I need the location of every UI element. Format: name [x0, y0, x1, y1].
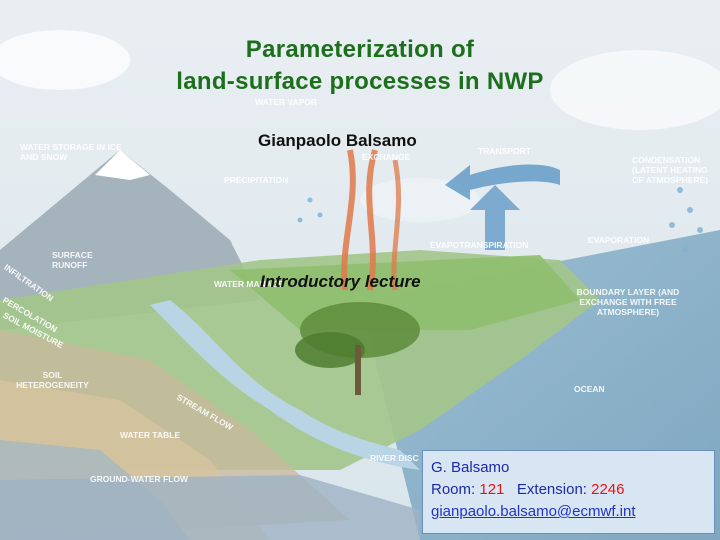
label-condensation: CONDENSATION (LATENT HEATING OF ATMOSPHE…	[632, 155, 709, 185]
title-line-2: land-surface processes in NWP	[176, 68, 544, 95]
label-river-discharge: RIVER DISC	[370, 453, 419, 463]
lecture-subtitle: Introductory lecture	[260, 272, 421, 291]
author-name: Gianpaolo Balsamo	[258, 131, 417, 150]
label-water-vapor: WATER VAPOR	[255, 97, 318, 107]
label-precipitation: PRECIPITATION	[224, 175, 289, 185]
label-groundwater-flow: GROUND-WATER FLOW	[90, 474, 189, 484]
extension-label: Extension:	[516, 481, 587, 498]
label-exchange: EXCHANGE	[362, 152, 411, 162]
extension-number: 2246	[591, 481, 625, 498]
label-transport: TRANSPORT	[478, 146, 531, 156]
email-link[interactable]: gianpaolo.balsamo@ecmwf.int	[431, 503, 636, 520]
contact-initial: G.	[431, 459, 447, 476]
label-soil-heterogeneity: SOIL HETEROGENEITY	[16, 370, 89, 390]
contact-name-line: G. Balsamo	[431, 457, 714, 479]
label-evapotranspiration: EVAPOTRANSPIRATION	[430, 240, 529, 250]
contact-email-line: gianpaolo.balsamo@ecmwf.int	[431, 501, 714, 523]
room-label: Room:	[431, 481, 476, 498]
label-ocean: OCEAN	[574, 384, 605, 394]
label-water-table: WATER TABLE	[120, 430, 181, 440]
room-number: 121	[479, 481, 505, 498]
contact-name: Balsamo	[451, 459, 510, 476]
title-line-1: Parameterization of	[245, 36, 475, 63]
label-water-storage: WATER STORAGE IN ICE AND SNOW	[20, 142, 122, 162]
slide-title: Parameterization of land-surface process…	[0, 34, 720, 98]
label-water-management: WATER MANAGE	[214, 279, 285, 289]
contact-room-line: Room: 121 Extension: 2246	[431, 479, 714, 501]
label-evaporation: EVAPORATION	[588, 235, 650, 245]
label-surface-runoff: SURFACE RUNOFF	[52, 250, 93, 270]
contact-box: G. Balsamo Room: 121 Extension: 2246 gia…	[422, 450, 715, 534]
label-boundary-layer: BOUNDARY LAYER (AND EXCHANGE WITH FREE A…	[576, 287, 680, 317]
